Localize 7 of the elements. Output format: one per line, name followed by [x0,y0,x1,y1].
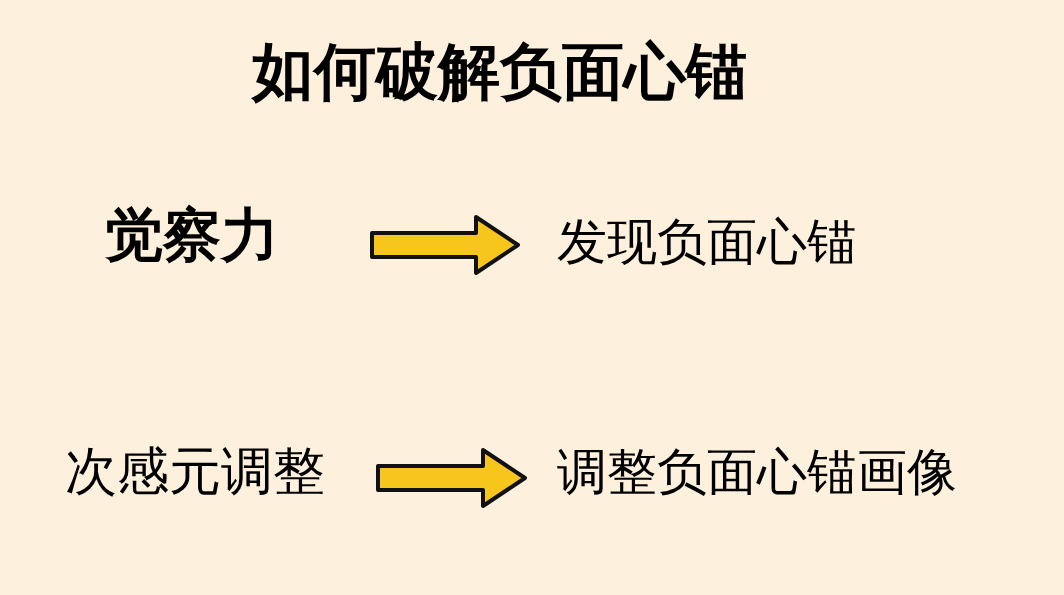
node-label: 发现负面心锚 [557,211,857,273]
node-label: 调整负面心锚画像 [557,441,957,503]
block-arrow [376,448,527,508]
node-label: 次感元调整 [65,440,325,503]
block-arrow [370,215,520,275]
node-label: 觉察力 [105,200,279,271]
title: 如何破解负面心锚 [250,34,749,110]
